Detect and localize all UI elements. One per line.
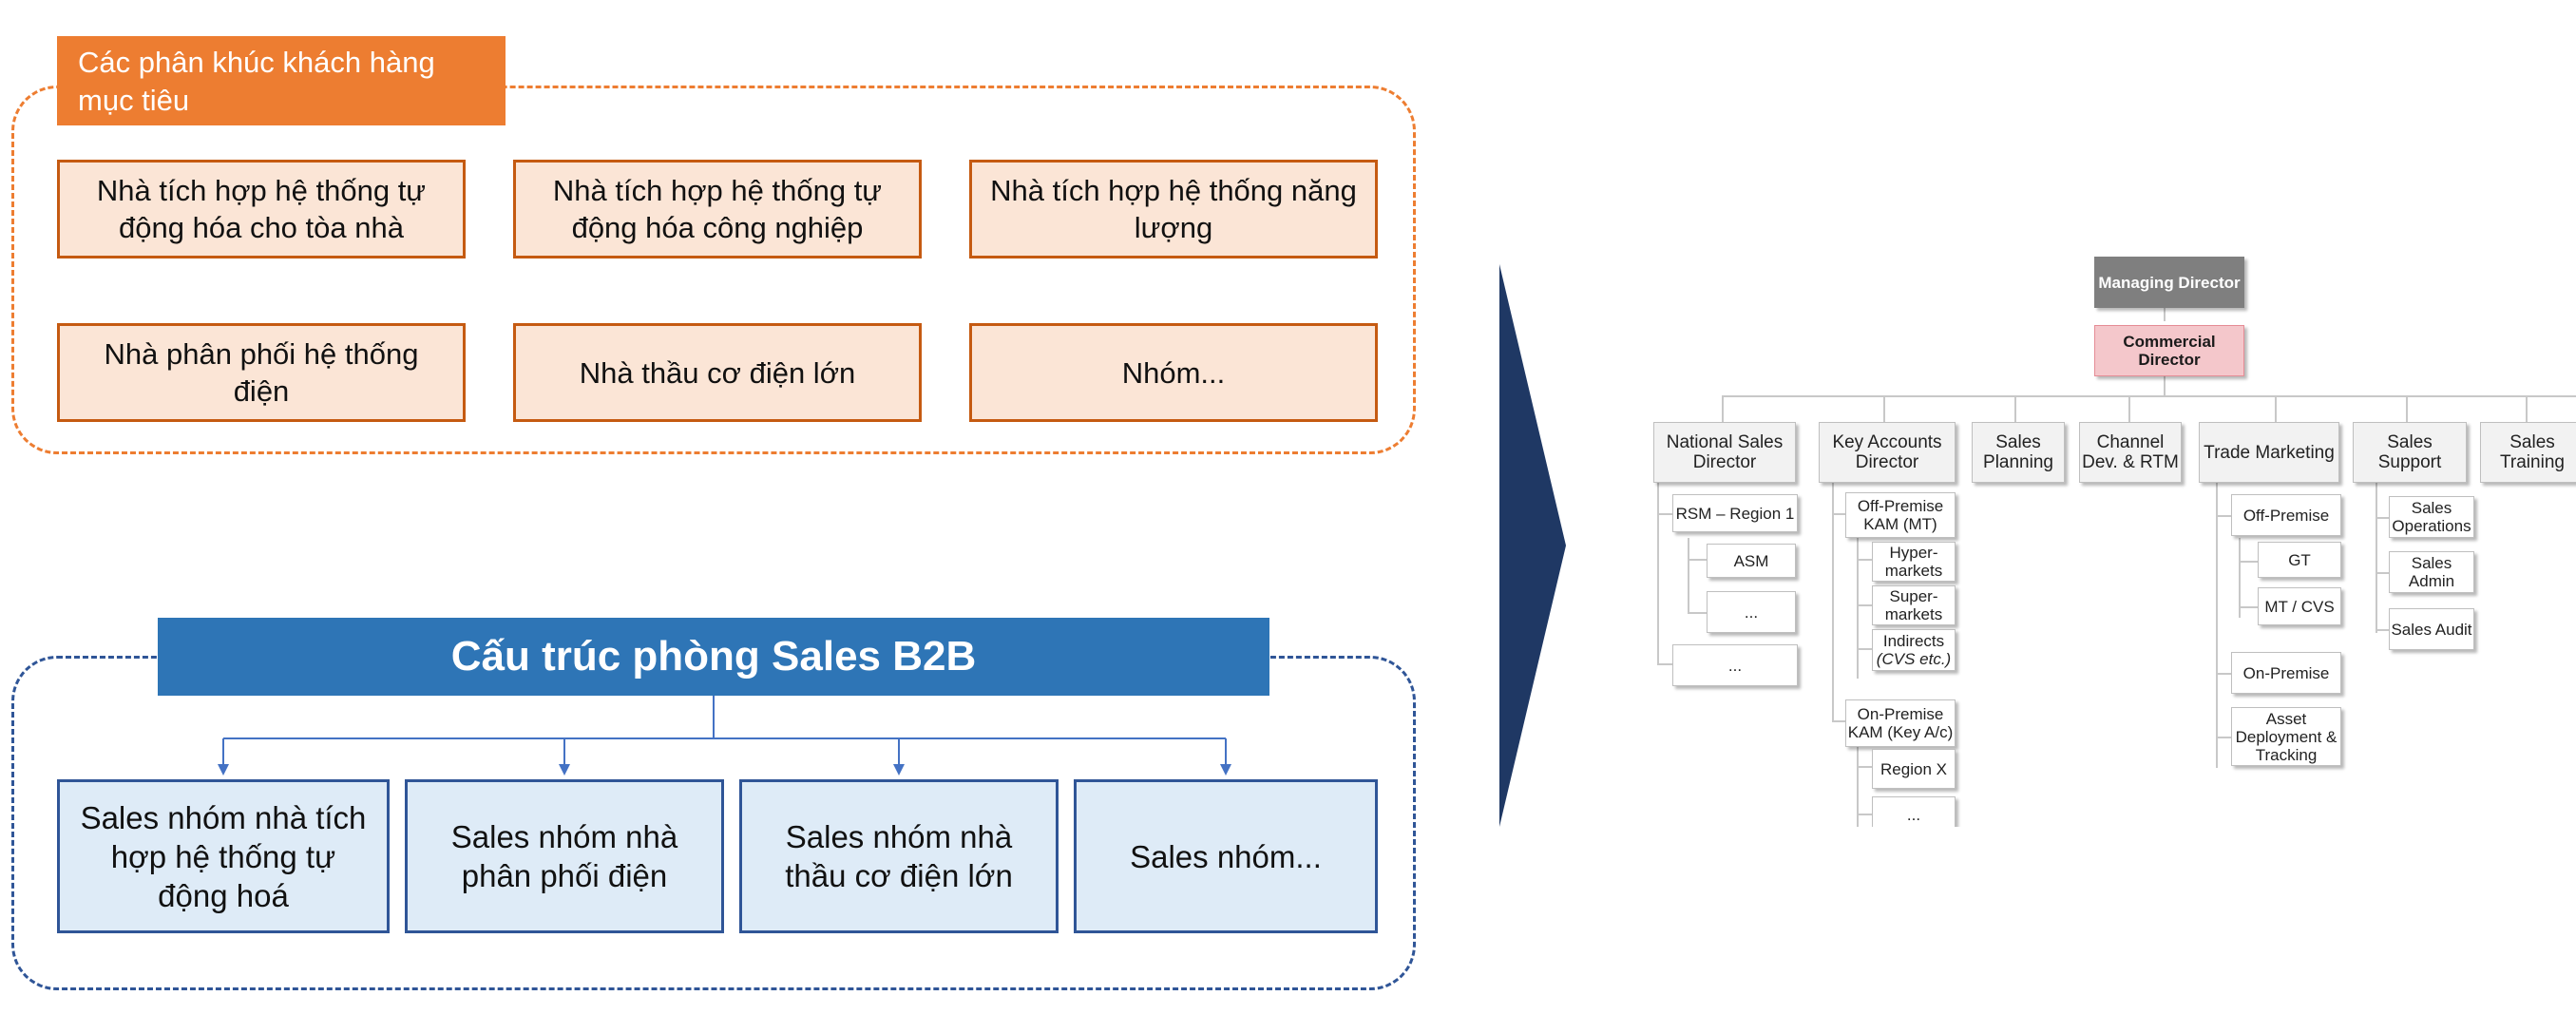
org-sub-box: ...	[1672, 644, 1798, 686]
commercial-director-box: Commercial Director	[2094, 325, 2244, 376]
org-sub-box: On-Premise	[2231, 652, 2341, 694]
org-head-box: National Sales Director	[1653, 422, 1796, 483]
b2b-team-box: Sales nhóm nhà thầu cơ điện lớn	[739, 779, 1059, 933]
org-head-box: Sales Training	[2480, 422, 2576, 483]
b2b-team-box: Sales nhóm nhà phân phối điện	[405, 779, 724, 933]
b2b-title: Cấu trúc phòng Sales B2B	[158, 618, 1269, 696]
org-sub-box: ...	[1872, 796, 1956, 827]
org-sub-box: Region X	[1872, 749, 1956, 789]
segment-box: Nhà phân phối hệ thống điện	[57, 323, 466, 422]
org-head-box: Sales Planning	[1972, 422, 2065, 483]
org-head-box: Sales Support	[2353, 422, 2467, 483]
segment-box: Nhà tích hợp hệ thống tự động hóa cho tò…	[57, 160, 466, 259]
org-sub-box: GT	[2258, 542, 2341, 578]
segment-box: Nhóm...	[969, 323, 1378, 422]
segments-frame	[11, 86, 1416, 454]
segments-title: Các phân khúc khách hàng mục tiêu	[57, 36, 506, 125]
org-sub-box: Asset Deployment & Tracking	[2231, 707, 2341, 766]
org-sub-box: Sales Operations	[2389, 496, 2474, 538]
org-sub-box: Sales Admin	[2389, 551, 2474, 593]
segment-box: Nhà tích hợp hệ thống năng lượng	[969, 160, 1378, 259]
org-sub-box: RSM – Region 1	[1672, 494, 1798, 532]
org-sub-box: Sales Audit	[2389, 608, 2474, 650]
org-sub-box: Off-Premise KAM (MT)	[1845, 492, 1956, 538]
org-sub-box: MT / CVS	[2258, 587, 2341, 625]
indirects-label: Indirects	[1882, 632, 1945, 650]
org-sub-box: Hyper-markets	[1872, 542, 1956, 582]
managing-director-box: Managing Director	[2094, 257, 2244, 308]
segment-box: Nhà thầu cơ điện lớn	[513, 323, 922, 422]
org-sub-box: Super-markets	[1872, 585, 1956, 625]
b2b-team-box: Sales nhóm...	[1074, 779, 1378, 933]
org-sub-box: ASM	[1707, 544, 1796, 578]
org-chart: Managing Director Commercial Director Na…	[1615, 238, 2576, 827]
org-sub-box: ...	[1707, 591, 1796, 633]
segment-box: Nhà tích hợp hệ thống tự động hóa công n…	[513, 160, 922, 259]
chevron-right-icon	[1499, 264, 1566, 827]
org-sub-box: Indirects (CVS etc.)	[1872, 629, 1956, 671]
org-head-box: Channel Dev. & RTM	[2079, 422, 2182, 483]
org-sub-box: Off-Premise	[2231, 494, 2341, 536]
org-sub-box: On-Premise KAM (Key A/c)	[1845, 699, 1956, 747]
indirects-note: (CVS etc.)	[1876, 650, 1952, 668]
b2b-team-box: Sales nhóm nhà tích hợp hệ thống tự động…	[57, 779, 390, 933]
org-head-box: Trade Marketing	[2199, 422, 2339, 483]
b2b-connectors	[218, 696, 1231, 776]
org-head-box: Key Accounts Director	[1819, 422, 1956, 483]
